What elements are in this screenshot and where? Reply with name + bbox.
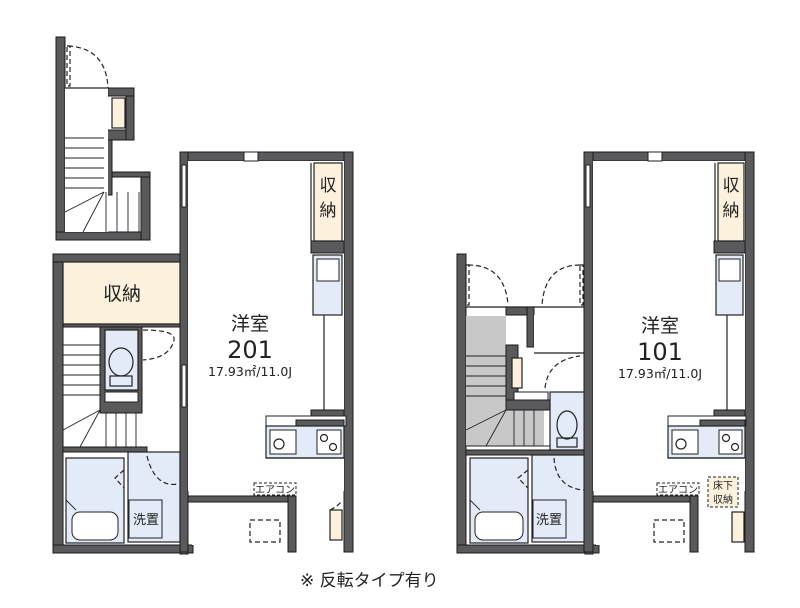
room-area-label: 17.93㎡/11.0J [208,364,292,379]
washer-label: 洗置 [133,513,159,528]
lower-section-201: 収納 [52,253,194,555]
toilet-icon [556,410,578,440]
stairs-icon [64,137,140,233]
lower-section-101: 洗置 [456,253,600,555]
aircon-label: エアコン [255,485,295,496]
stove-icon [319,433,329,443]
room-area-label: 17.93㎡/11.0J [618,366,702,381]
svg-text:収納: 収納 [713,493,733,506]
svg-text:納: 納 [320,201,337,221]
reverse-type-note: ※ 反転タイプ有り [300,571,439,591]
storage-room [62,261,181,325]
room-number-label: 201 [227,336,273,364]
bathtub-icon [474,511,524,541]
bathtub-icon [71,511,119,541]
toilet-room [549,391,586,451]
unit-201: 収納 [52,36,354,555]
room-type-label: 洋室 [231,313,269,335]
svg-text:床下: 床下 [713,479,733,492]
underfloor-storage [707,476,739,508]
sink-icon [675,438,687,450]
unit-101: 洗置 収 納 洋室 [456,151,755,555]
aircon-label: エアコン [658,485,698,496]
main-room-101: 収 納 洋室 101 17.93㎡/11.0J エアコン 床下 収納 [583,151,755,553]
closet [313,162,343,242]
stove-icon [721,433,731,443]
stairs-icon [465,355,550,447]
stairs-icon [62,344,145,448]
room-type-label: 洋室 [641,315,679,337]
sink-icon [273,438,285,450]
main-room-201: 収 納 洋室 201 17.93㎡/11.0J エアコン [179,151,354,553]
upper-stair-tower [55,36,151,241]
svg-text:納: 納 [723,201,740,221]
room-number-label: 101 [637,338,683,366]
storage-label: 収納 [103,283,141,305]
svg-text:収: 収 [320,176,337,196]
washer-label: 洗置 [536,513,562,528]
svg-text:収: 収 [723,176,740,196]
